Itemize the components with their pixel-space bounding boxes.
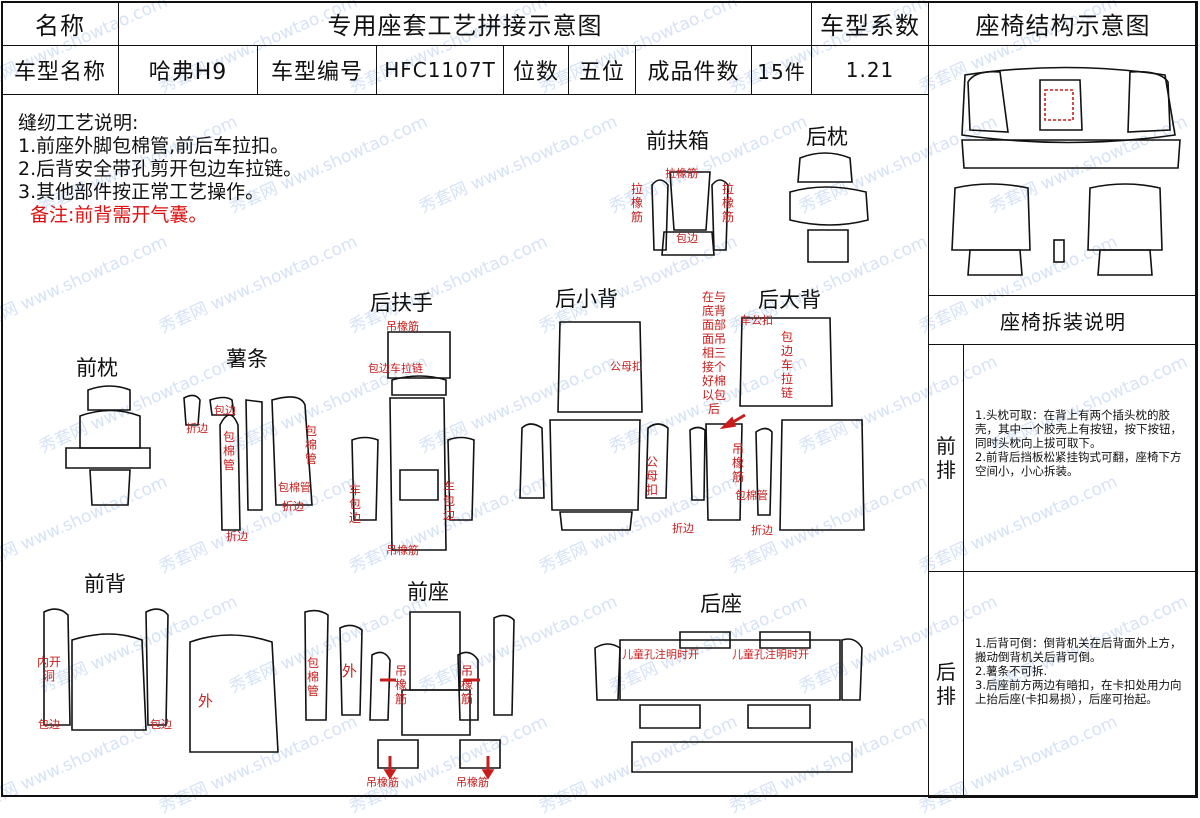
label-pull-elastic-right: 拉橡筋 [721,182,734,224]
label-hang-elastic-armrest-bottom: 吊橡筋 [386,544,419,557]
notes-item-3: 3.其他部件按正常工艺操作。 [18,181,265,203]
structure-label: 座椅结构示意图 [975,12,1151,40]
rear-row-description: 1.后背可倒：倒背机关在后背面外上方，搬动倒背机关后背可倒。 2.薯条不可拆. … [975,636,1182,706]
model-code-label-cell: 车型编号 [257,45,377,95]
page-title: 专用座套工艺拼接示意图 [327,12,603,40]
model-code-label: 车型编号 [270,60,363,85]
rear-row-desc-cell [963,571,1198,798]
rear-small-back-pattern [519,321,669,531]
label-wrap-cotton-tube-strip: 包棉管 [278,481,311,494]
pieces-label-cell: 成品件数 [635,45,752,95]
notes-item-1: 1.前座外脚包棉管,前后车拉扣。 [18,135,290,157]
strip-pattern [183,394,313,531]
label-male-female-buckle-v: 公母扣 [645,455,658,497]
disassembly-title: 座椅拆装说明 [1000,309,1126,334]
label-wrap-edge-zipper: 包边车拉链 [368,362,423,375]
label-hang-elastic-big-back: 吊橡筋 [731,442,744,484]
pattern-drawing [43,66,1181,780]
label-fold-edge-strip: 折边 [186,422,208,435]
label-wrap-edge-strip: 包边 [214,404,236,417]
rear-row-label: 后排 [936,660,956,708]
notes-title: 缝纫工艺说明: [18,112,139,134]
section-rear-pillow: 后枕 [806,125,848,149]
label-male-female-buckle: 公母扣 [610,360,643,373]
section-front-back: 前背 [84,572,126,596]
label-wrap-cotton-tube-strip-right: 包棉管 [304,424,317,466]
front-row-description: 1.头枕可取：在背上有两个插头枕的胶壳，其中一个胶壳上有按钮，按下按钮，同时头枕… [975,408,1182,478]
label-wrap-edge-armbox: 包边 [676,232,698,245]
front-armbox-pattern [651,171,729,256]
section-front-armbox: 前扶箱 [646,129,709,153]
label-wrap-edge-front-back-left: 包边 [38,718,60,731]
rear-pillow-pattern [789,152,869,263]
label-child-hole-right: 儿童孔注明时开 [732,648,809,661]
front-pillow-pattern [65,385,151,506]
label-car-wrap-edge-left: 车包边 [348,483,361,525]
label-hang-elastic-front-seat-bottom-left: 吊橡筋 [366,776,399,789]
seats-label: 位数 [512,60,559,85]
model-name-label-cell: 车型名称 [1,45,119,95]
label-hang-elastic-front-seat-left: 吊橡筋 [394,664,407,706]
seat-structure-diagram [951,66,1181,276]
label-pull-elastic-left: 拉橡筋 [630,182,643,224]
label-connect-note: 在与底背面部面吊相三接个好棉以包后 [701,290,726,416]
coef-value: 1.21 [845,58,895,82]
label-outer-front-back: 外 [198,692,214,710]
section-rear-seat: 后座 [700,592,742,616]
front-back-pattern [43,608,279,753]
label-wrap-edge-front-back-right: 包边 [150,718,172,731]
coef-cell: 1.21 [811,45,929,95]
red-arrows [380,413,746,780]
notes-remark: 备注:前背需开气囊。 [30,204,208,226]
section-strip: 薯条 [226,347,268,371]
model-name-cell: 哈弗H9 [118,45,258,95]
model-code: HFC1107T [384,58,496,82]
label-car-buckle: 车公扣 [740,314,773,327]
model-name-label: 车型名称 [13,60,106,85]
section-front-seat: 前座 [407,580,449,604]
label-car-wrap-edge-right: 车包边 [442,480,455,522]
section-front-pillow: 前枕 [76,356,118,380]
label-wrap-cotton-tube-big-back: 包棉管 [735,489,768,502]
pieces-label: 成品件数 [647,60,740,85]
label-wrap-edge-zipper-v: 包边车拉链 [780,330,793,400]
label-inner-open-hole: 内开洞 [36,655,61,683]
label-fold-edge-big-back-right: 折边 [751,524,773,537]
rear-armrest-pattern [351,331,475,551]
front-row-label: 前排 [936,434,956,482]
label-child-hole-left: 儿童孔注明时开 [622,648,699,661]
label-fold-edge-strip-2: 折边 [282,500,304,513]
label-outer-front-seat: 外 [342,662,358,680]
seats-value: 五位 [578,60,625,85]
label-wrap-cotton-tube-strip-v: 包棉管 [222,430,235,472]
label-wrap-cotton-tube-front-seat: 包棉管 [306,656,319,698]
label-pull-elastic: 拉橡筋 [665,167,698,180]
pieces-value: 15件 [757,59,806,84]
rear-seat-pattern [594,631,863,773]
label-fold-edge-strip-3: 折边 [226,530,248,543]
section-rear-small-back: 后小背 [555,287,618,311]
label-hang-elastic-front-seat-bottom-right: 吊橡筋 [456,776,489,789]
sewing-notes: 缝纫工艺说明: 1.前座外脚包棉管,前后车拉扣。 2.后背安全带孔剪开包边车拉链… [18,112,302,227]
front-seat-pattern [304,609,515,769]
coef-label-cell: 车型系数 [811,1,929,46]
label-hang-elastic-armrest-top: 吊橡筋 [386,320,419,333]
label-hang-elastic-front-seat-right: 吊橡筋 [460,664,473,706]
sheet-frame [1,1,1197,797]
label-fold-edge-big-back-left: 折边 [672,522,694,535]
model-name: 哈弗H9 [148,60,228,85]
section-rear-big-back: 后大背 [758,288,821,312]
name-label: 名称 [35,12,85,40]
notes-item-2: 2.后背安全带孔剪开包边车拉链。 [18,158,303,180]
coef-label: 车型系数 [820,12,920,40]
section-rear-armrest: 后扶手 [370,291,433,315]
